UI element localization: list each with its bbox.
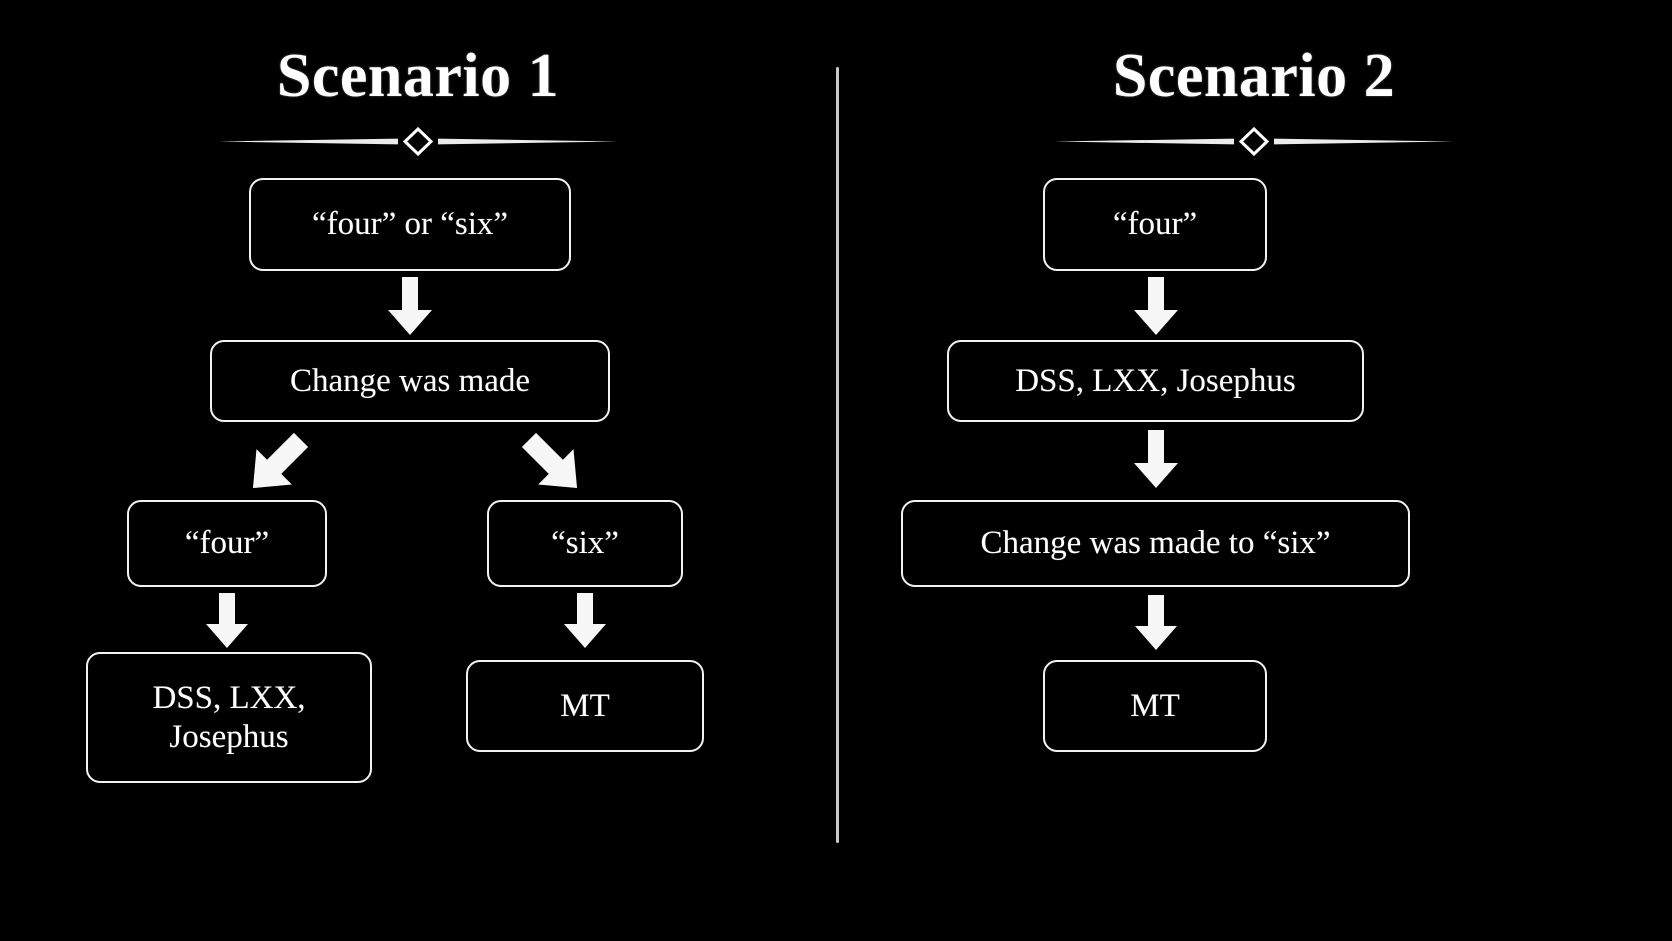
arrow-down-s1-a5 (564, 593, 606, 648)
arrow-down-s1-a1 (388, 277, 432, 335)
scenario-2-title: Scenario 2 (1112, 42, 1396, 110)
arrow-down-s2-a3 (1135, 595, 1177, 650)
arrow-down-s2-a1 (1134, 277, 1178, 335)
node-label: Change was made (289, 362, 531, 399)
node-label: MT (560, 687, 610, 724)
node-four-or-six[interactable]: “four” or “six” (249, 178, 571, 271)
node-label: DSS, LXX, Josephus (1015, 362, 1296, 399)
node-change-was-made-to-six[interactable]: Change was made to “six” (901, 500, 1410, 587)
node-six[interactable]: “six” (487, 500, 683, 587)
scenario-1-title: Scenario 1 (276, 42, 560, 110)
node-label: “six” (551, 525, 619, 562)
node-label: MT (1130, 687, 1180, 724)
node-mt-right[interactable]: MT (1043, 660, 1267, 752)
scenario-2-panel: Scenario 2 “four” DSS, LXX, Josephus (836, 0, 1672, 941)
arrow-down-s1-a4 (206, 593, 248, 648)
node-label: DSS, LXX, Josephus (152, 679, 306, 755)
scenario-2-diamond-flourish-icon (836, 124, 1672, 158)
node-mt-left[interactable]: MT (466, 660, 704, 752)
node-four-right[interactable]: “four” (1043, 178, 1267, 271)
scenario-1-panel: Scenario 1 “four” or “six” Change was ma… (0, 42, 836, 783)
node-label: Change was made to “six” (980, 525, 1331, 562)
node-dss-lxx-josephus-left[interactable]: DSS, LXX, Josephus (86, 652, 372, 783)
node-dss-lxx-josephus-right[interactable]: DSS, LXX, Josephus (947, 340, 1364, 422)
node-label: “four” (1112, 206, 1198, 243)
node-label: “four” or “six” (311, 206, 509, 243)
arrow-down-s2-a2 (1134, 430, 1178, 488)
arrow-down-left-s1-a2 (232, 428, 322, 500)
node-change-was-made[interactable]: Change was made (210, 340, 610, 422)
scenario-1-diamond-flourish-icon (0, 124, 836, 158)
vertical-panel-divider (836, 67, 839, 843)
arrow-down-right-s1-a3 (508, 428, 598, 500)
node-four-left[interactable]: “four” (127, 500, 327, 587)
node-label: “four” (184, 525, 270, 562)
